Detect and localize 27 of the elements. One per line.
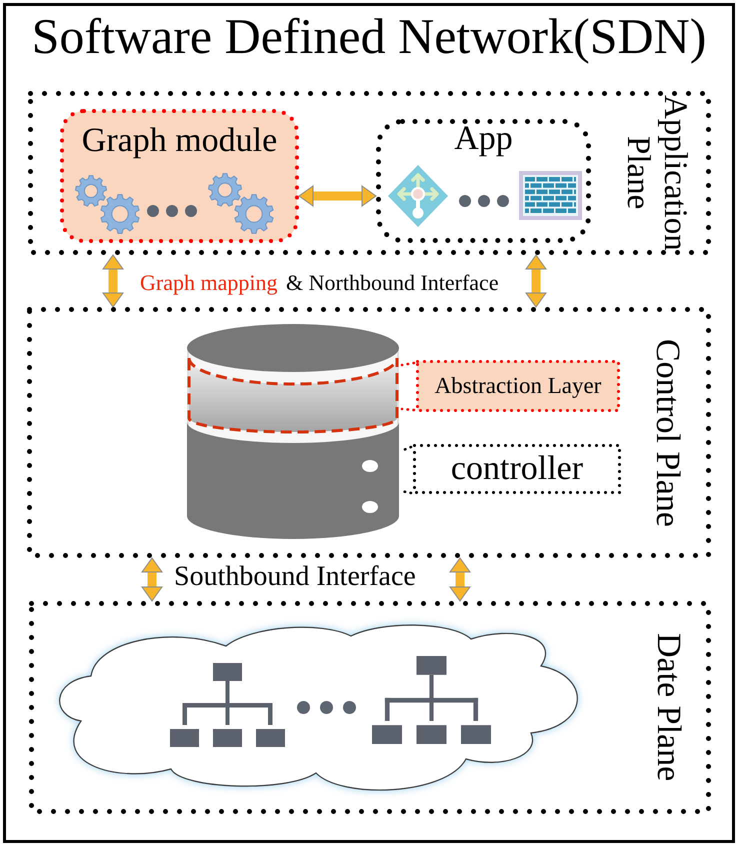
plane-label: Control Plane [648, 338, 686, 526]
leader-line [400, 362, 416, 366]
module-box [60, 109, 299, 243]
double-arrow [102, 254, 124, 308]
callout-label: Abstraction Layer [434, 372, 602, 400]
title: Software Defined Network(SDN) [32, 8, 706, 66]
callout-box [413, 444, 621, 494]
double-arrow [450, 558, 470, 602]
callout-label: controller [450, 450, 584, 488]
plane-panel [28, 91, 711, 255]
app-box [376, 119, 591, 243]
plane-label: Application Plane [619, 94, 693, 253]
app-title: App [454, 119, 513, 158]
double-arrow [142, 558, 162, 602]
module-title: Graph module [82, 121, 278, 160]
interface-label: Graph mapping [140, 270, 278, 296]
leader-line [400, 408, 416, 412]
server-cylinder [187, 324, 399, 539]
plane-panel [27, 307, 711, 558]
double-arrow [526, 254, 546, 308]
double-arrow [298, 186, 376, 206]
dashed-band [187, 356, 399, 434]
callout-box [416, 360, 620, 412]
interface-label: Southbound Interface [174, 561, 416, 594]
interface-label: & Northbound Interface [286, 270, 499, 296]
plane-label: Date Plane [649, 633, 687, 782]
plane-panel [29, 601, 711, 814]
